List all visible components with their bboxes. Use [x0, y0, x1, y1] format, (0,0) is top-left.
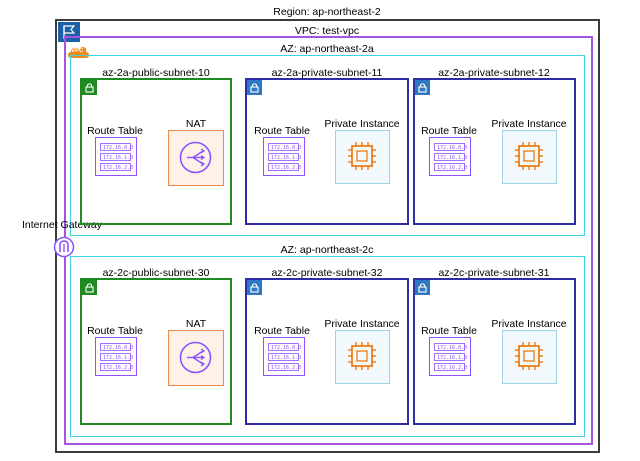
ec2-instance-icon — [335, 330, 390, 384]
private-lock-icon — [247, 280, 262, 295]
subnet-name: az-2c-private-subnet-31 — [438, 267, 550, 279]
route-entry: 172.16.1.0 — [268, 353, 301, 361]
subnet-2c-private-31 — [413, 278, 576, 425]
route-table-icon: 172.16.0.0 172.16.1.0 172.16.2.0 — [429, 137, 471, 176]
route-entry: 172.16.2.0 — [434, 363, 467, 371]
route-table-icon: 172.16.0.0 172.16.1.0 172.16.2.0 — [95, 337, 137, 376]
subnet-2a-private-11 — [245, 78, 409, 225]
subnet-name: az-2c-public-subnet-30 — [102, 267, 210, 279]
nat-label: NAT — [185, 118, 207, 130]
route-entry: 172.16.2.0 — [268, 363, 301, 371]
route-entry: 172.16.0.0 — [434, 343, 467, 351]
public-lock-icon — [82, 280, 97, 295]
private-lock-icon — [415, 80, 430, 95]
route-entry: 172.16.2.0 — [100, 163, 133, 171]
route-table-icon: 172.16.0.0 172.16.1.0 172.16.2.0 — [429, 337, 471, 376]
route-entry: 172.16.1.0 — [434, 353, 467, 361]
route-table-icon: 172.16.0.0 172.16.1.0 172.16.2.0 — [95, 137, 137, 176]
route-entry: 172.16.0.0 — [268, 343, 301, 351]
route-table-label: Route Table — [254, 325, 310, 337]
az-c-label: AZ: ap-northeast-2c — [280, 244, 374, 256]
region-boundary — [55, 19, 600, 453]
subnet-2c-public-30 — [80, 278, 232, 425]
ec2-instance-icon — [335, 130, 390, 184]
instance-label: Private Instance — [324, 318, 400, 330]
subnet-name: az-2a-private-subnet-11 — [271, 67, 383, 79]
route-table-label: Route Table — [87, 325, 143, 337]
subnet-2c-private-32 — [245, 278, 409, 425]
route-table-label: Route Table — [421, 325, 477, 337]
route-entry: 172.16.0.0 — [100, 343, 133, 351]
route-table-icon: 172.16.0.0 172.16.1.0 172.16.2.0 — [263, 137, 305, 176]
route-entry: 172.16.0.0 — [434, 143, 467, 151]
instance-label: Private Instance — [491, 318, 567, 330]
ec2-instance-icon — [502, 330, 557, 384]
region-label: Region: ap-northeast-2 — [273, 6, 381, 18]
route-entry: 172.16.1.0 — [100, 353, 133, 361]
subnet-name: az-2a-private-subnet-12 — [438, 67, 550, 79]
route-entry: 172.16.2.0 — [268, 163, 301, 171]
private-lock-icon — [415, 280, 430, 295]
vpc-label: VPC: test-vpc — [294, 25, 360, 37]
subnet-name: az-2a-public-subnet-10 — [102, 67, 210, 79]
az-a-label: AZ: ap-northeast-2a — [280, 43, 374, 55]
route-entry: 172.16.0.0 — [268, 143, 301, 151]
instance-label: Private Instance — [491, 118, 567, 130]
nat-label: NAT — [185, 318, 207, 330]
subnet-2a-public-10 — [80, 78, 232, 225]
az-a-boundary — [70, 55, 585, 236]
ec2-instance-icon — [502, 130, 557, 184]
vpc-badge: VPC — [71, 48, 84, 54]
route-table-label: Route Table — [87, 125, 143, 137]
public-lock-icon — [82, 80, 97, 95]
route-entry: 172.16.1.0 — [434, 153, 467, 161]
route-entry: 172.16.0.0 — [100, 143, 133, 151]
instance-label: Private Instance — [324, 118, 400, 130]
route-table-label: Route Table — [421, 125, 477, 137]
nat-gateway-icon — [168, 130, 224, 186]
internet-gateway-icon — [53, 236, 75, 258]
subnet-name: az-2c-private-subnet-32 — [271, 267, 383, 279]
subnet-2a-private-12 — [413, 78, 576, 225]
route-entry: 172.16.1.0 — [100, 153, 133, 161]
route-table-icon: 172.16.0.0 172.16.1.0 172.16.2.0 — [263, 337, 305, 376]
nat-gateway-icon — [168, 330, 224, 386]
private-lock-icon — [247, 80, 262, 95]
route-entry: 172.16.1.0 — [268, 153, 301, 161]
az-c-boundary — [70, 256, 585, 437]
route-table-label: Route Table — [254, 125, 310, 137]
route-entry: 172.16.2.0 — [434, 163, 467, 171]
route-entry: 172.16.2.0 — [100, 363, 133, 371]
